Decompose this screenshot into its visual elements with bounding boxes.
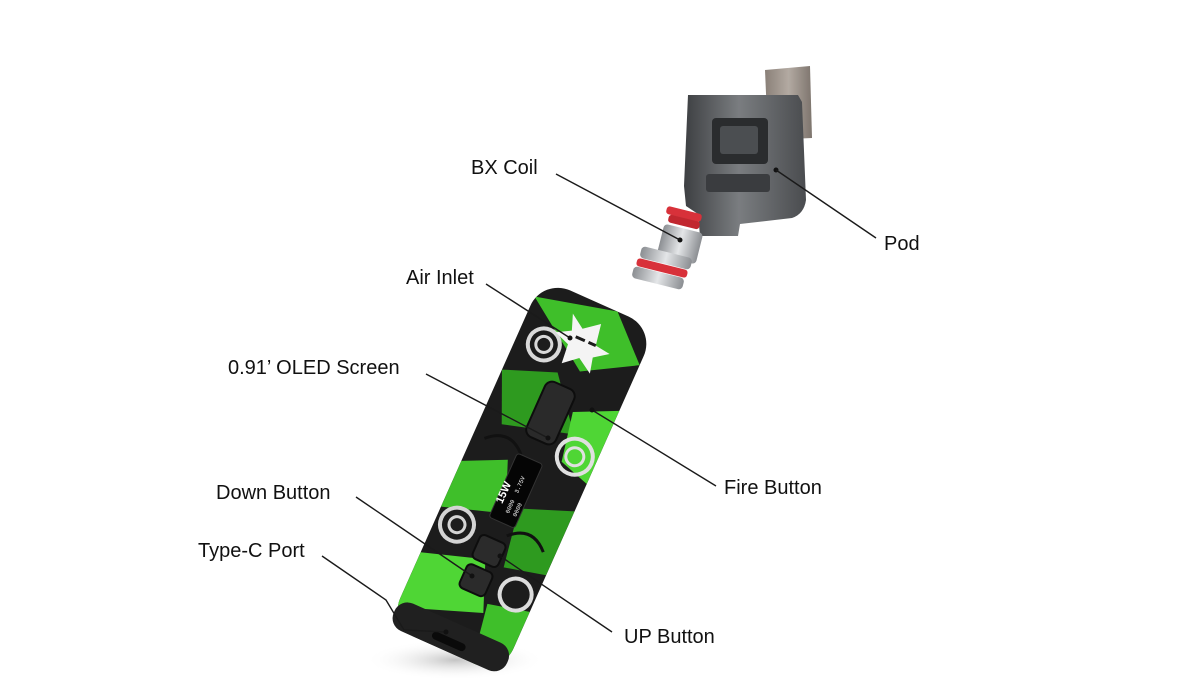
leader-down-button: [355, 496, 473, 577]
leader-pod: [775, 169, 877, 239]
pod: [684, 66, 812, 236]
leader-type-c-port: [321, 555, 447, 633]
device-body: 15W 0000 3.75V 0000: [392, 287, 647, 676]
leader-fire-button: [591, 409, 717, 487]
label-bx-coil: BX Coil: [471, 157, 538, 179]
label-type-c-port: Type-C Port: [198, 540, 305, 562]
leader-air-inlet: [485, 283, 571, 339]
label-down-button: Down Button: [216, 482, 331, 504]
label-fire-button: Fire Button: [724, 477, 822, 499]
fire-button-shape: [525, 380, 576, 446]
label-up-button: UP Button: [624, 626, 715, 648]
leader-up-button: [499, 555, 613, 633]
leader-dots: [443, 335, 595, 635]
leader-bx-coil: [555, 173, 681, 241]
label-pod: Pod: [884, 233, 920, 255]
down-button-shape: [458, 563, 494, 598]
label-oled-screen: 0.91’ OLED Screen: [228, 357, 400, 379]
leader-oled-screen: [425, 373, 549, 439]
leader-lines: [321, 169, 877, 633]
label-air-inlet: Air Inlet: [406, 267, 474, 289]
oled-screen-shape: [489, 453, 543, 528]
bx-coil: [632, 206, 703, 290]
type-c-port-shape: [431, 631, 466, 652]
